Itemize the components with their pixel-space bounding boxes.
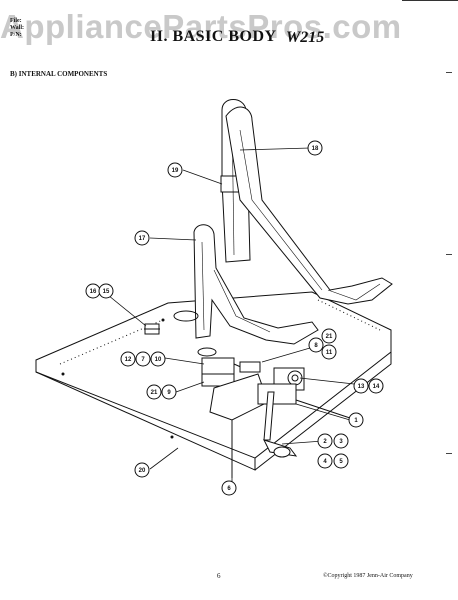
- callout-bubble: [221, 480, 237, 496]
- callout-label: 21: [151, 390, 158, 396]
- page-title: II. BASIC BODY: [150, 28, 277, 45]
- callout-bubble: [134, 462, 150, 478]
- bracket-6: [209, 373, 269, 421]
- model-number: W215: [286, 29, 325, 46]
- callout-label: 14: [373, 384, 380, 390]
- callout-label: 5: [339, 459, 343, 465]
- callout-label: 6: [227, 486, 231, 492]
- callout-bubble: [161, 384, 177, 400]
- callout-bubble: [333, 453, 349, 469]
- callout-label: 11: [326, 350, 333, 356]
- callout-bubble: [317, 453, 333, 469]
- lever: [263, 391, 275, 441]
- callout-bubble: [308, 337, 324, 353]
- callout-bubble: [120, 351, 136, 367]
- watermark: AppliancePartsPros.com: [0, 8, 402, 45]
- callout-label: 12: [125, 357, 132, 363]
- switch-12-7-10: [201, 357, 235, 375]
- leader-lines: [102, 147, 373, 486]
- callout-label: 13: [358, 384, 365, 390]
- callout-bubble: [321, 344, 337, 360]
- base-hole: [173, 310, 199, 322]
- callout-bubble: [321, 328, 337, 344]
- callout-bubble: [98, 283, 114, 299]
- margin-tick: [446, 453, 452, 454]
- callout-bubble: [135, 351, 151, 367]
- callout-label: 2: [323, 439, 327, 445]
- callout-bubble: [146, 384, 162, 400]
- callout-bubble: [150, 351, 166, 367]
- callout-bubble: [134, 230, 150, 246]
- callout-label: 18: [312, 146, 319, 152]
- callout-bubble: [333, 433, 349, 449]
- margin-tick: [446, 72, 452, 73]
- duct-17: [193, 224, 319, 345]
- callout-label: 1: [354, 418, 358, 424]
- callout-bubble: [348, 412, 364, 428]
- callout-label: 20: [139, 468, 146, 474]
- section-heading: B) INTERNAL COMPONENTS: [10, 70, 108, 78]
- callout-label: 9: [167, 390, 171, 396]
- callout-label: 4: [323, 459, 327, 465]
- top-edge-line: [402, 0, 458, 1]
- margin-tick: [446, 254, 452, 255]
- callout-label: 3: [339, 439, 343, 445]
- page-number: 6: [217, 572, 221, 580]
- callout-bubble: [167, 162, 183, 178]
- callout-label: 19: [172, 168, 179, 174]
- meta-line: File:: [10, 18, 22, 24]
- callout-bubble: [368, 378, 384, 394]
- callout-label: 17: [139, 236, 146, 242]
- callout-label: 16: [90, 289, 97, 295]
- meta-line: Wall:: [10, 25, 25, 31]
- callout-bubble: [317, 433, 333, 449]
- callout-label: 8: [314, 343, 318, 349]
- meta-line: P/N:: [10, 32, 22, 38]
- document-meta: File: Wall: P/N:: [10, 18, 24, 39]
- callout-label: 10: [155, 357, 162, 363]
- callout-label: 15: [103, 289, 110, 295]
- copyright-notice: ©Copyright 1987 Jenn-Air Company: [323, 573, 413, 579]
- callout-bubble: [307, 140, 323, 156]
- callout-label: 7: [141, 357, 145, 363]
- base-plate-side-edge: [254, 352, 392, 471]
- callout-label: 21: [326, 334, 333, 340]
- duct-18: [225, 106, 393, 305]
- callout-bubble: [353, 378, 369, 394]
